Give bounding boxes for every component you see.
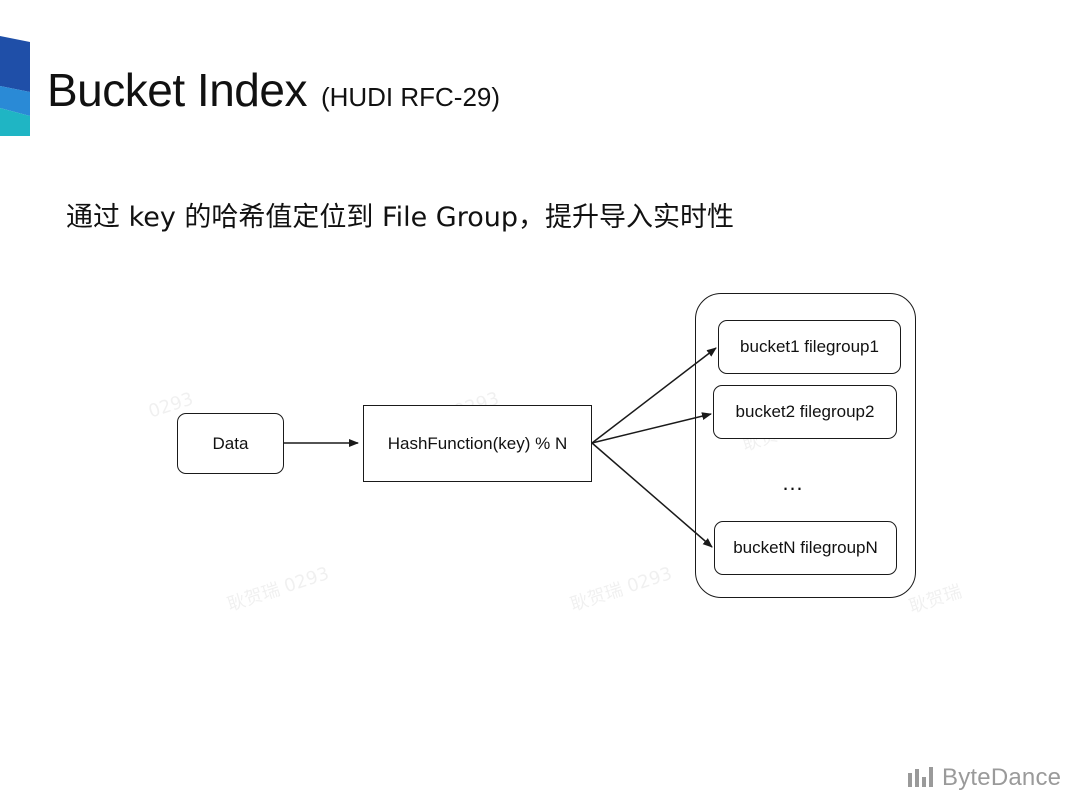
node-bucketN: bucketN filegroupN (714, 521, 897, 575)
corner-accent-graphic (0, 36, 30, 136)
bytedance-logo-icon (908, 767, 933, 787)
edge-hash-to-bucket2 (591, 412, 712, 444)
footer-brand-text: ByteDance (942, 764, 1062, 791)
node-ellipsis: … (781, 470, 805, 495)
slide-title-note: (HUDI RFC-29) (320, 82, 501, 112)
slide-title: Bucket Index (47, 64, 307, 116)
buckets-container (695, 293, 916, 598)
slide-title-row: Bucket Index (HUDI RFC-29) (47, 60, 500, 120)
node-hash-function: HashFunction(key) % N (363, 405, 592, 482)
node-bucket2: bucket2 filegroup2 (713, 385, 897, 439)
node-data: Data (177, 413, 284, 474)
edge-hash-to-bucketN (591, 442, 713, 548)
footer-brand: ByteDance (908, 764, 1061, 792)
node-bucket1: bucket1 filegroup1 (718, 320, 901, 374)
slide-subtitle: 通过 key 的哈希值定位到 File Group，提升导入实时性 (66, 202, 734, 233)
